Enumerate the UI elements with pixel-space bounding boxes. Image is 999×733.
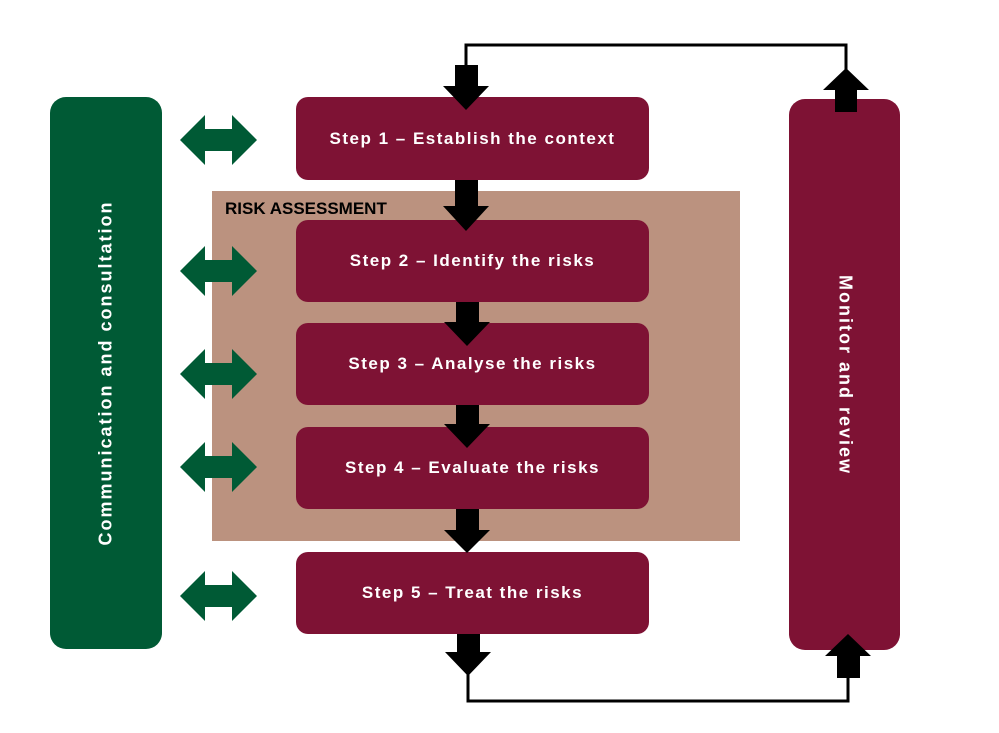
down-arrow-icon: [444, 405, 490, 448]
down-arrow-icon: [445, 634, 491, 676]
step-1-box: Step 1 – Establish the context: [296, 97, 649, 180]
up-arrow-icon: [823, 68, 869, 112]
down-arrow-icon: [443, 65, 489, 110]
double-arrow-icon: [180, 115, 257, 165]
top-loop-line: [464, 43, 848, 72]
communication-consultation-panel: Communication and consultation: [50, 97, 162, 649]
risk-assessment-label: RISK ASSESSMENT: [225, 199, 387, 218]
step-2-box: Step 2 – Identify the risks: [296, 220, 649, 302]
double-arrow-icon: [180, 571, 257, 621]
step-5-box: Step 5 – Treat the risks: [296, 552, 649, 634]
down-arrow-icon: [444, 302, 490, 346]
monitor-review-panel: Monitor and review: [789, 99, 900, 650]
double-arrow-icon: [180, 246, 257, 296]
down-arrow-icon: [444, 509, 490, 553]
double-arrow-icon: [180, 442, 257, 492]
step-4-box: Step 4 – Evaluate the risks: [296, 427, 649, 509]
double-arrow-icon: [180, 349, 257, 399]
down-arrow-icon: [443, 180, 489, 231]
bottom-loop-line: [466, 668, 850, 703]
up-arrow-icon: [825, 634, 871, 678]
